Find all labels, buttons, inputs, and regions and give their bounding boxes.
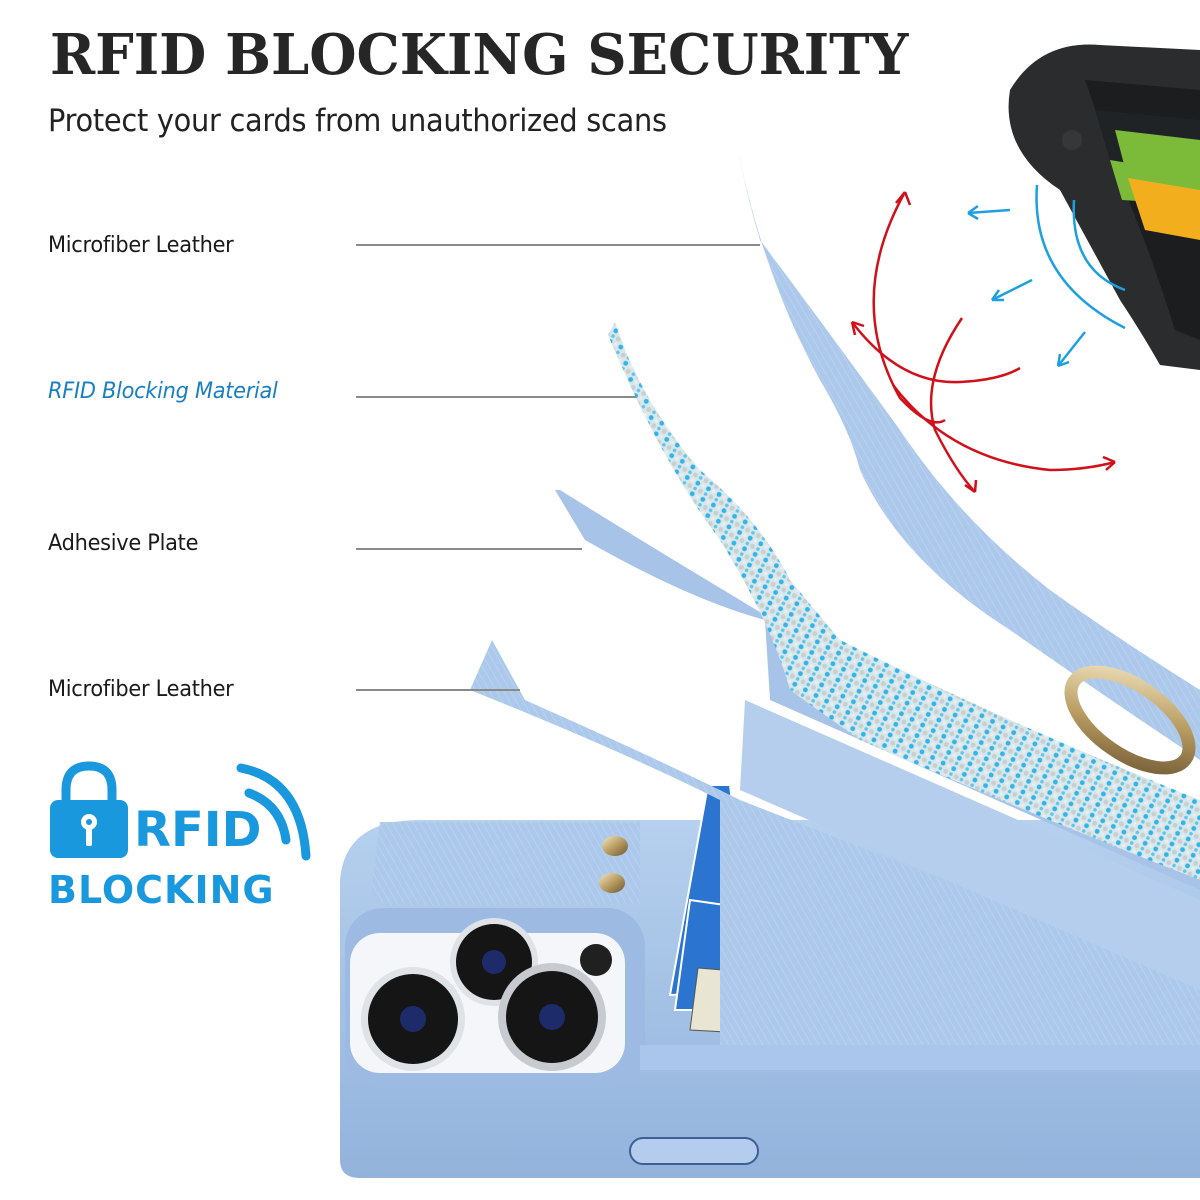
terminal-screen-yellow <box>1128 178 1200 240</box>
padlock-icon <box>50 761 311 861</box>
layer-label-microfiber-leather-inner: Microfiber Leather <box>48 677 234 702</box>
ring-holder-icon <box>1064 665 1196 775</box>
leader-line <box>356 548 582 550</box>
flash <box>580 944 612 976</box>
rivet <box>602 836 628 856</box>
pos-terminal <box>1008 44 1200 371</box>
leader-line <box>356 244 760 246</box>
blocked-signal-arrows <box>850 191 1116 494</box>
layer-rfid-blocking <box>608 322 1200 880</box>
rfid-blocking-badge: RFID BLOCKING <box>46 760 316 920</box>
page-title: RFID BLOCKING SECURITY <box>50 22 909 88</box>
layer-label-rfid-blocking-material: RFID Blocking Material <box>48 379 278 404</box>
layer-label-adhesive-plate: Adhesive Plate <box>48 531 199 556</box>
page-subtitle: Protect your cards from unauthorized sca… <box>48 103 667 139</box>
side-button <box>629 1137 759 1165</box>
wireless-signal-icon <box>236 763 311 861</box>
signal-waves <box>967 184 1126 368</box>
camera-module <box>345 908 645 1088</box>
rivet <box>599 873 625 893</box>
layer-leather-bottom <box>470 640 1200 1045</box>
leader-line <box>356 396 636 398</box>
layer-label-microfiber-leather-outer: Microfiber Leather <box>48 233 234 258</box>
badge-blocking-text: BLOCKING <box>48 868 275 912</box>
badge-rfid-text: RFID <box>134 802 262 858</box>
leader-line <box>356 689 520 691</box>
